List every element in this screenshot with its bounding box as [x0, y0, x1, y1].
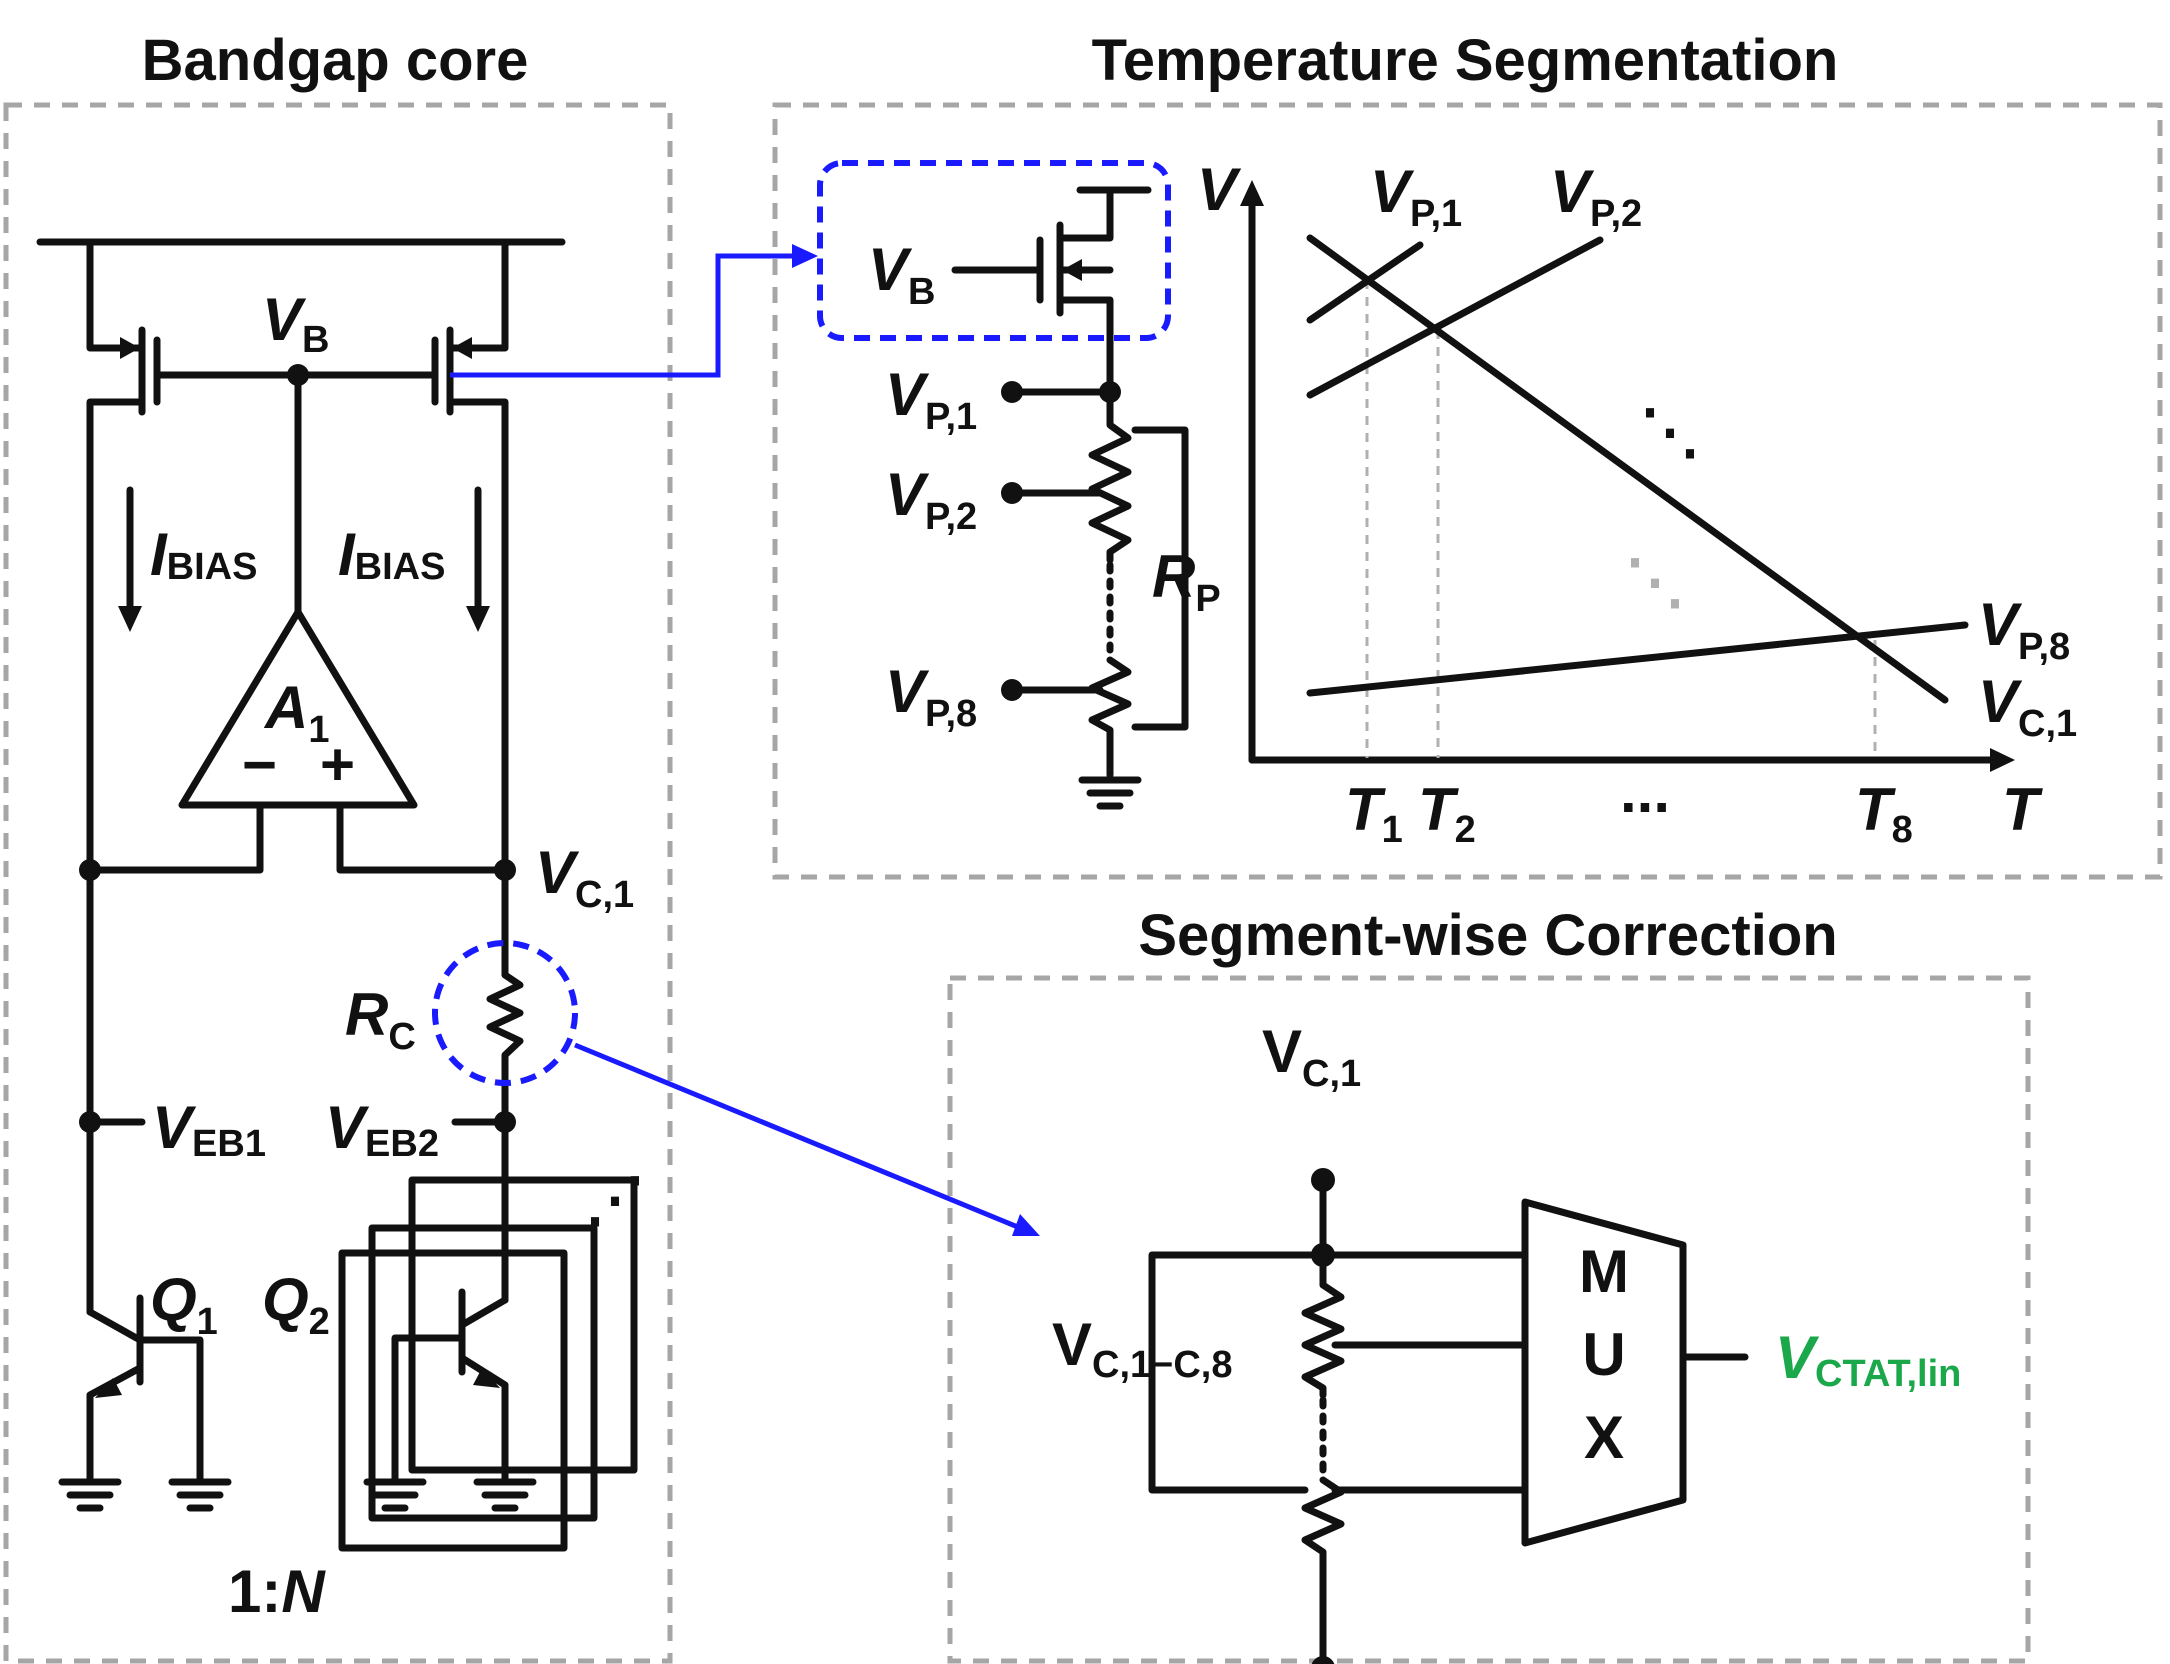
amplifier-a1 [178, 608, 418, 809]
tap-vp1-label: VP,1 [885, 361, 977, 438]
v-axis-label: V [1197, 156, 1242, 223]
rc-link-arrow [574, 1042, 1040, 1236]
rc-label: RC [345, 981, 416, 1058]
bandgap-core-circuit: VB IBIAS IBIAS A1 − + VC,1 RC [36, 238, 645, 1625]
graph-dots-lower: ⋱ [1625, 548, 1685, 615]
mux-letter-m: M [1579, 1238, 1629, 1305]
bandgap-core-title: Bandgap core [142, 28, 529, 93]
graph-dots-ticks: ... [1620, 758, 1670, 825]
tap-vp8-label: VP,8 [885, 658, 977, 735]
veb1-label: VEB1 [152, 1094, 266, 1165]
tap-vp2-label: VP,2 [885, 461, 977, 538]
segment-wise-correction-box [947, 975, 2031, 1664]
rc-highlight-circle [432, 940, 578, 1086]
left-pmos [86, 238, 161, 424]
amp-plus-input [336, 801, 509, 874]
amp-minus-input [86, 801, 264, 874]
graph-vp8-label: VP,8 [1978, 591, 2070, 668]
tick-t1-label: T1 [1345, 776, 1403, 851]
left-node [79, 859, 101, 881]
amp-plus-sign: + [320, 731, 355, 798]
vc1-line [1306, 234, 1949, 704]
t-axis-label: T [2002, 776, 2043, 843]
rc-resistor [486, 971, 524, 1059]
tick-t2-label: T2 [1418, 776, 1476, 851]
vp2-line [1306, 236, 1604, 399]
amp-minus-sign: − [242, 731, 277, 798]
q2-label: Q2 [262, 1266, 330, 1343]
mux-letter-x: X [1584, 1404, 1624, 1471]
vc-range-label: VC,1−C,8 [1052, 1311, 1233, 1386]
vb-highlight-box [817, 160, 1171, 341]
veb2-label: VEB2 [325, 1094, 439, 1165]
tap-circuit: VB [817, 160, 1189, 810]
vctat-lin-output-label: VCTAT,lin [1775, 1324, 1961, 1395]
vc1-node [494, 859, 516, 881]
seg-vb-label: VB [868, 236, 935, 313]
q1-transistor [58, 1286, 232, 1512]
temperature-segmentation-box [772, 102, 2163, 880]
segmentation-graph: V T ⋱ ⋱ ... [1197, 156, 2043, 843]
tick-t8-label: T8 [1855, 776, 1913, 851]
mux-block [1521, 1198, 1687, 1547]
correction-circuit [1148, 1168, 1749, 1664]
ratio-label: 1:N [228, 1558, 326, 1625]
segment-wise-correction-title: Segment-wise Correction [1138, 903, 1837, 968]
temperature-segmentation-title: Temperature Segmentation [1092, 28, 1839, 93]
vp8-line [1306, 621, 1969, 697]
ibias-left-arrow [118, 486, 142, 632]
vb-link-arrow [450, 244, 818, 378]
svg-text:⋰: ⋰ [585, 1166, 645, 1233]
mux-letter-u: U [1582, 1321, 1625, 1388]
graph-vp1-label: VP,1 [1370, 158, 1462, 235]
q1-label: Q1 [150, 1266, 218, 1343]
q2-array: ⋰ [338, 1118, 645, 1552]
bandgap-core-box [3, 102, 673, 1664]
rp-label: RP [1152, 543, 1221, 620]
graph-vc1-label: VC,1 [1978, 668, 2077, 745]
ibias-right-arrow [466, 486, 490, 632]
right-pmos [431, 238, 509, 424]
vb-label: VB [262, 286, 329, 361]
graph-dots-upper: ⋱ [1640, 398, 1700, 465]
corr-vc1-label: VC,1 [1262, 1018, 1361, 1095]
graph-vp2-label: VP,2 [1550, 158, 1642, 235]
ibias-left-label: IBIAS [150, 521, 257, 588]
vc1-label: VC,1 [535, 839, 634, 916]
ibias-right-label: IBIAS [338, 521, 445, 588]
vp1-line [1306, 241, 1424, 324]
amp-label: A1 [263, 674, 329, 751]
